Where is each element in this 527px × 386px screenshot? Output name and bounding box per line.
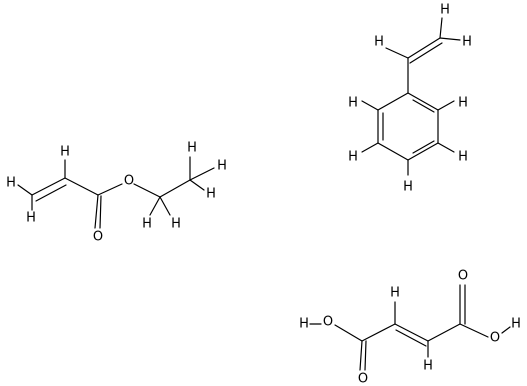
- bond: [159, 179, 191, 198]
- atom-label-h: H: [458, 150, 468, 165]
- bond: [64, 177, 99, 196]
- bond: [94, 194, 99, 229]
- bond: [459, 323, 489, 338]
- bond: [359, 340, 363, 371]
- bond: [427, 323, 461, 342]
- ethyl-acrylate-molecule: H H H O O H H H H H: [6, 141, 227, 245]
- bond: [377, 142, 409, 161]
- atom-label-h: H: [403, 180, 413, 195]
- atom-label-h: H: [206, 187, 216, 202]
- bond: [412, 99, 435, 113]
- atom-label-h: H: [462, 35, 472, 50]
- atom-label-h: H: [348, 96, 358, 111]
- bond: [334, 324, 363, 342]
- atom-label-h: H: [6, 176, 16, 191]
- bond: [385, 47, 409, 59]
- atom-label-o: O: [323, 315, 333, 330]
- bond: [407, 92, 439, 111]
- atom-label-h: H: [458, 96, 468, 111]
- bond: [97, 183, 123, 196]
- atom-label-h: H: [390, 286, 400, 301]
- bond: [149, 196, 161, 216]
- atom-label-o: O: [358, 372, 368, 386]
- atom-label-h: H: [511, 317, 521, 332]
- bond: [407, 142, 439, 161]
- bond: [361, 100, 379, 111]
- fumaric-acid-molecule: H O O H H O O H: [299, 269, 521, 386]
- bond: [99, 195, 102, 229]
- atom-label-h: H: [60, 145, 70, 160]
- atom-label-h: H: [171, 217, 181, 232]
- bond: [439, 37, 461, 41]
- bond: [377, 92, 409, 111]
- bond: [17, 184, 33, 196]
- atom-label-o: O: [490, 331, 500, 346]
- bond: [409, 42, 443, 64]
- bond: [501, 326, 511, 334]
- bond: [437, 142, 455, 153]
- bond: [133, 183, 161, 198]
- atom-label-o: O: [124, 174, 134, 189]
- bond: [395, 329, 427, 347]
- bond: [189, 167, 215, 181]
- styrene-molecule: H H H H H H H H: [348, 3, 472, 195]
- atom-label-h: H: [374, 35, 384, 50]
- atom-label-o: O: [93, 230, 103, 245]
- bond: [35, 184, 67, 202]
- bond: [364, 340, 367, 371]
- bond: [31, 177, 66, 196]
- atom-label-h: H: [142, 217, 152, 232]
- bond: [412, 140, 435, 154]
- bond: [407, 37, 441, 59]
- bond: [159, 196, 171, 216]
- bond: [439, 17, 443, 39]
- bond: [394, 323, 429, 342]
- bond: [189, 179, 205, 191]
- atom-label-h: H: [26, 211, 36, 226]
- bond: [361, 142, 379, 153]
- atom-label-h: H: [348, 150, 358, 165]
- atom-label-h: H: [440, 3, 450, 18]
- atom-label-h: H: [187, 141, 197, 156]
- bond: [361, 323, 396, 342]
- atom-label-o: O: [458, 269, 468, 284]
- atom-label-h: H: [217, 159, 227, 174]
- atom-label-h: H: [299, 317, 309, 332]
- bond: [437, 100, 455, 111]
- atom-label-h: H: [423, 359, 433, 374]
